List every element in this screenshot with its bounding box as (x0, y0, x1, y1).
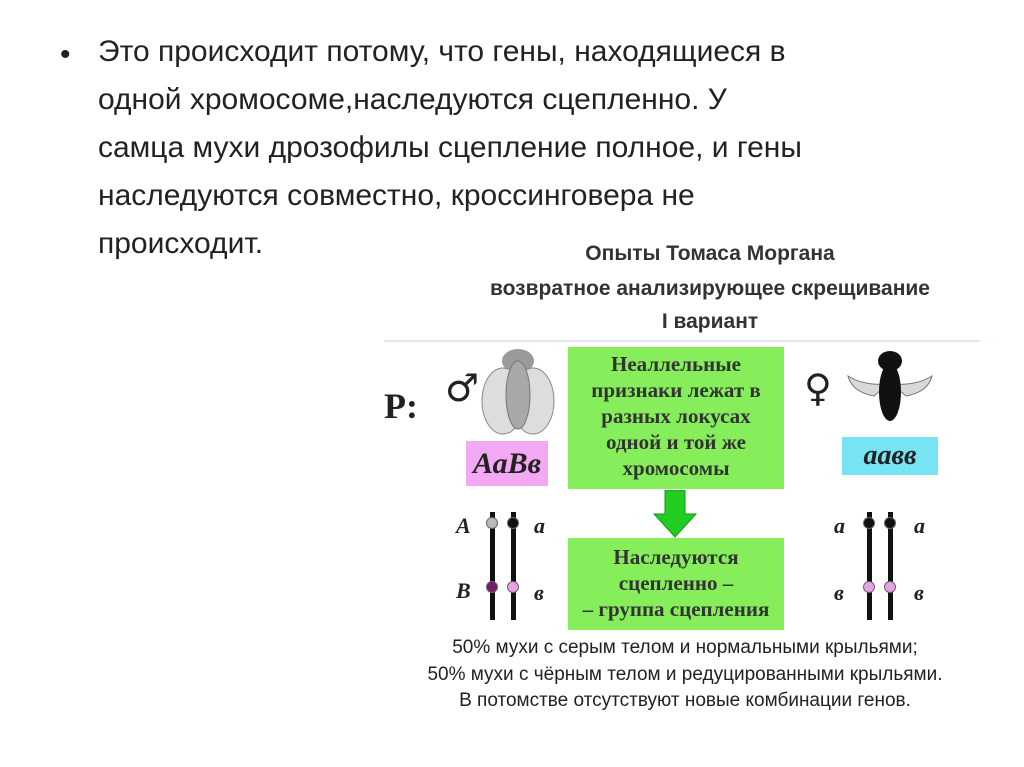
figure-variant: I вариант (380, 310, 1024, 334)
bullet-line: одной хромосоме,наследуются сцепленно. У (98, 76, 948, 124)
female-fly-icon (842, 348, 938, 424)
male-fly-icon (478, 347, 558, 435)
bullet-line: самца мухи дрозофилы сцепление полное, и… (98, 124, 948, 172)
locus-dot (884, 581, 896, 593)
female-symbol: ♀ (804, 366, 832, 410)
conclusion-box: Наследуются сцепленно – – группа сцеплен… (568, 538, 784, 630)
locus-dot (507, 581, 519, 593)
box-line: Наследуются (568, 544, 784, 570)
bullet-marker: • (60, 40, 71, 70)
female-allele-top-right: а (914, 513, 925, 539)
box-line: хромосомы (568, 455, 784, 481)
male-genotype: АаВв (466, 441, 548, 486)
result-line: 50% мухи с серым телом и нормальными кры… (380, 635, 990, 662)
divider (384, 340, 980, 342)
parents-label: P: (384, 385, 418, 427)
box-line: одной и той же (568, 429, 784, 455)
figure-title: Опыты Томаса Моргана (380, 242, 1024, 266)
male-symbol: ♂ (445, 366, 479, 410)
down-arrow-icon (652, 490, 698, 538)
box-line: признаки лежат в (568, 377, 784, 403)
bullet-text: Это происходит потому, что гены, находящ… (98, 28, 948, 268)
female-allele-bottom-right: в (914, 580, 924, 606)
locus-dot (863, 581, 875, 593)
box-line: сцепленно – (568, 570, 784, 596)
male-allele-top-right: а (534, 513, 545, 539)
locus-dot (507, 517, 519, 529)
locus-dot (884, 517, 896, 529)
male-allele-bottom-right: в (534, 580, 544, 606)
figure-subtitle: возвратное анализирующее скрещивание (380, 277, 1024, 301)
locus-dot (486, 517, 498, 529)
male-allele-top-left: А (456, 513, 471, 539)
result-line: 50% мухи с чёрным телом и редуцированным… (380, 662, 990, 689)
box-line: разных локусах (568, 403, 784, 429)
box-line: Неаллельные (568, 351, 784, 377)
bullet-line: Это происходит потому, что гены, находящ… (98, 28, 948, 76)
male-allele-bottom-left: В (456, 578, 471, 604)
female-genotype: аавв (842, 437, 938, 475)
result-text: 50% мухи с серым телом и нормальными кры… (380, 635, 990, 715)
result-line: В потомстве отсутствуют новые комбинации… (380, 688, 990, 715)
female-allele-bottom-left: в (834, 580, 844, 606)
box-line: – группа сцепления (568, 596, 784, 622)
bullet-line: наследуются совместно, кроссинговера не (98, 172, 948, 220)
locus-dot (863, 517, 875, 529)
explanation-box: Неаллельные признаки лежат в разных локу… (568, 347, 784, 489)
female-allele-top-left: а (834, 513, 845, 539)
locus-dot (486, 581, 498, 593)
